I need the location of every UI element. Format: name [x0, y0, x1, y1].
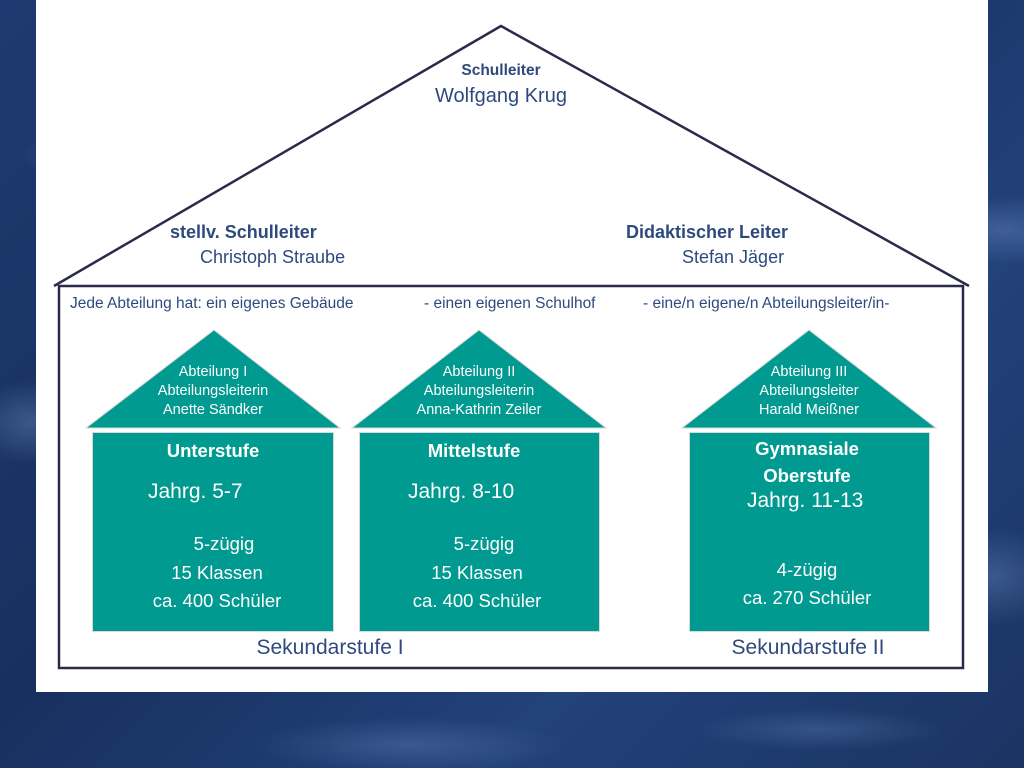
department-3-streams: 4-zügig [776, 559, 838, 580]
department-2-streams: 5-zügig [453, 533, 515, 554]
didactic-name: Stefan Jäger [682, 247, 785, 267]
department-3-body [689, 432, 930, 632]
department-1-body [92, 432, 334, 632]
department-2-students: ca. 400 Schüler [412, 590, 542, 611]
department-2-label: Abteilung II [442, 364, 516, 380]
deputy-name: Christoph Straube [200, 247, 346, 267]
department-2-role: Abteilungsleiterin [423, 383, 535, 399]
head-name: Wolfgang Krug [435, 85, 567, 107]
department-2: Abteilung II Abteilungsleiterin Anna-Kat… [351, 328, 607, 632]
department-2-grades: Jahrg. 8-10 [408, 480, 515, 503]
department-2-roof-text: Abteilung II Abteilungsleiterin Anna-Kat… [389, 363, 569, 420]
department-2-roof [351, 329, 607, 429]
main-building [57, 284, 965, 670]
slide: Schulleiter Wolfgang Krug stellv. Schull… [36, 0, 988, 692]
department-3: Abteilung III Abteilungsleiter Harald Me… [681, 328, 937, 632]
main-roof [53, 24, 970, 288]
department-1-roof-text: Abteilung I Abteilungsleiterin Anette Sä… [133, 363, 293, 420]
department-2-classes: 15 Klassen [431, 562, 523, 583]
department-3-roof-text: Abteilung III Abteilungsleiter Harald Me… [729, 363, 889, 420]
department-1-label: Abteilung I [178, 364, 248, 380]
department-2-body [359, 432, 600, 632]
head-title: Schulleiter [461, 62, 541, 79]
school-building-outline [53, 24, 970, 670]
department-3-stage-line2: Oberstufe [763, 465, 851, 486]
note-department-head: - eine/n eigene/n Abteilungsleiter/in- [643, 295, 890, 312]
department-1-classes: 15 Klassen [171, 562, 263, 583]
level-sekundarstufe-2: Sekundarstufe II [731, 636, 885, 659]
department-3-head: Harald Meißner [759, 402, 859, 418]
level-sekundarstufe-1: Sekundarstufe I [256, 636, 404, 659]
didactic-title: Didaktischer Leiter [626, 222, 789, 242]
department-3-label: Abteilung III [770, 364, 848, 380]
department-3-grades: Jahrg. 11-13 [747, 489, 864, 512]
department-2-head: Anna-Kathrin Zeiler [416, 402, 542, 418]
department-1-streams: 5-zügig [193, 533, 255, 554]
note-buildings: Jede Abteilung hat: ein eigenes Gebäude [70, 295, 354, 312]
note-schoolyard: - einen eigenen Schulhof [424, 295, 596, 312]
department-1-head: Anette Sändker [163, 402, 263, 418]
department-2-stage: Mittelstufe [427, 440, 521, 461]
department-1-role: Abteilungsleiterin [157, 383, 269, 399]
department-3-role: Abteilungsleiter [759, 383, 859, 399]
department-1-students: ca. 400 Schüler [152, 590, 282, 611]
department-1: Abteilung I Abteilungsleiterin Anette Sä… [85, 328, 341, 632]
department-1-stage: Unterstufe [166, 440, 260, 461]
department-3-roof [681, 329, 937, 429]
department-1-grades: Jahrg. 5-7 [148, 480, 243, 503]
department-1-roof [85, 329, 341, 429]
department-3-students: ca. 270 Schüler [742, 587, 872, 608]
deputy-title: stellv. Schulleiter [170, 222, 317, 242]
department-3-stage: Gymnasiale [755, 438, 859, 459]
